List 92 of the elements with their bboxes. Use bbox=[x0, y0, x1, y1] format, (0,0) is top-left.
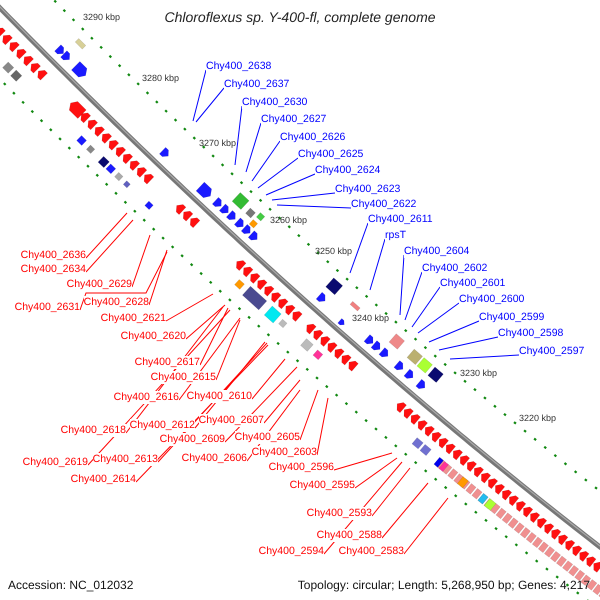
leader-line bbox=[450, 354, 520, 360]
gene-label: Chy400_2601 bbox=[440, 276, 506, 290]
leader-line bbox=[196, 88, 224, 122]
leader-line bbox=[350, 222, 368, 274]
leader-line bbox=[86, 212, 128, 258]
scale-label: 3230 kbp bbox=[460, 368, 498, 378]
gene-label: Chy400_2627 bbox=[261, 112, 326, 126]
leader-line bbox=[246, 122, 262, 172]
scale-label: 3260 kbp bbox=[270, 214, 308, 226]
gene-label: Chy400_2617 bbox=[134, 356, 200, 368]
gene-label: Chy400_2636 bbox=[20, 248, 86, 262]
gene-label: Chy400_2615 bbox=[150, 370, 216, 384]
title: Chloroflexus sp. Y-400-fl, complete genome bbox=[162, 9, 438, 25]
gene-label: Chy400_2609 bbox=[160, 432, 225, 446]
gene-label: Chy400_2616 bbox=[114, 390, 179, 404]
leader-line bbox=[404, 498, 448, 554]
gene-label: Chy400_2602 bbox=[422, 262, 488, 274]
leader-line bbox=[200, 308, 228, 366]
leader-line bbox=[86, 220, 134, 272]
leader-line bbox=[234, 106, 242, 166]
leader-line bbox=[148, 250, 168, 306]
gene-label: Chy400_2604 bbox=[404, 244, 470, 258]
leader-line bbox=[252, 140, 280, 182]
leader-line bbox=[370, 238, 386, 290]
leader-line bbox=[354, 458, 398, 488]
gene-label: Chy400_2624 bbox=[315, 164, 380, 176]
genome-info-text: Accession: NC_012032 bbox=[8, 578, 134, 592]
leader-line bbox=[412, 286, 440, 328]
leader-line bbox=[300, 390, 318, 440]
leader-line bbox=[400, 254, 404, 316]
leader-line bbox=[132, 234, 150, 288]
gene-label: Chy400_2620 bbox=[120, 330, 186, 342]
leader-line bbox=[252, 358, 286, 400]
leader-line bbox=[80, 252, 168, 310]
scale-label: 3240 kbp bbox=[352, 312, 390, 324]
gene-label: Chy400_2637 bbox=[224, 78, 290, 90]
gene-label: Chy400_2614 bbox=[70, 472, 136, 486]
gene-label: Chy400_2638 bbox=[206, 60, 272, 72]
gene-label: Chy400_2622 bbox=[351, 198, 416, 210]
gene-label: Chy400_2623 bbox=[335, 182, 400, 196]
gene-label: Chy400_2588 bbox=[316, 528, 382, 542]
gene-label: Chy400_2583 bbox=[338, 544, 404, 558]
gene-label: Chy400_2610 bbox=[186, 390, 252, 402]
leader-line bbox=[316, 398, 328, 456]
gene-label: Chy400_2621 bbox=[100, 312, 166, 324]
gene-label: Chy400_2603 bbox=[252, 446, 317, 458]
gene-label: Chy400_2607 bbox=[198, 414, 264, 426]
leader-line bbox=[418, 302, 460, 334]
leader-line bbox=[272, 192, 336, 200]
gene-label: Chy400_2619 bbox=[22, 456, 88, 468]
gene-label: Chy400_2599 bbox=[479, 310, 544, 324]
gene-label: Chy400_2605 bbox=[234, 430, 300, 444]
leader-line bbox=[334, 452, 392, 470]
gene-label: Chy400_2628 bbox=[84, 296, 149, 308]
gene-label: Chy400_2626 bbox=[280, 130, 346, 144]
genome-info-text: Topology: circular; Length: 5,268,950 bp; Genes: 4,217 bbox=[298, 578, 590, 592]
scale-label: 3250 kbp bbox=[315, 246, 352, 256]
leader-line bbox=[266, 174, 316, 196]
gene-label: Chy400_2629 bbox=[66, 278, 132, 290]
gene-label: Chy400_2634 bbox=[20, 262, 86, 276]
gene-label: Chy400_2600 bbox=[459, 292, 524, 306]
gene-label: Chy400_2612 bbox=[130, 418, 195, 432]
scale-label: 3270 kbp bbox=[199, 138, 236, 148]
gene-label: Chy400_2606 bbox=[182, 452, 247, 464]
leader-line bbox=[264, 380, 300, 424]
scale-label: 3280 kbp bbox=[142, 72, 180, 84]
gene-label: Chy400_2595 bbox=[290, 478, 355, 492]
leader-line bbox=[382, 482, 428, 538]
scale-label: 3220 kbp bbox=[519, 412, 556, 424]
gene-label: Chy400_2593 bbox=[306, 506, 372, 520]
gene-label: Chy400_2598 bbox=[498, 326, 564, 340]
gene-label: Chy400_2625 bbox=[298, 148, 364, 160]
gene-label: Chy400_2596 bbox=[268, 460, 334, 474]
gene-label: Chy400_2594 bbox=[258, 544, 324, 558]
leader-line bbox=[216, 320, 240, 380]
gene-label: Chy400_2611 bbox=[368, 212, 433, 226]
leader-line bbox=[276, 204, 352, 208]
leader-line bbox=[258, 158, 298, 188]
leader-line bbox=[438, 336, 498, 350]
leader-line bbox=[166, 294, 214, 322]
scale-label: 3290 kbp bbox=[83, 12, 120, 22]
leader-line bbox=[372, 468, 410, 516]
gene-label: Chy400_2597 bbox=[519, 344, 584, 358]
gene-label: Chy400_2618 bbox=[60, 424, 126, 436]
gene-label: rpsT bbox=[385, 228, 406, 242]
gene-label: Chy400_2613 bbox=[92, 452, 158, 466]
leader-line bbox=[404, 272, 422, 320]
leader-line bbox=[428, 320, 480, 342]
gene-label: Chy400_2631 bbox=[14, 300, 80, 314]
leader-line bbox=[186, 304, 226, 340]
leader-line bbox=[192, 70, 206, 122]
gene-label: Chy400_2630 bbox=[242, 96, 308, 108]
